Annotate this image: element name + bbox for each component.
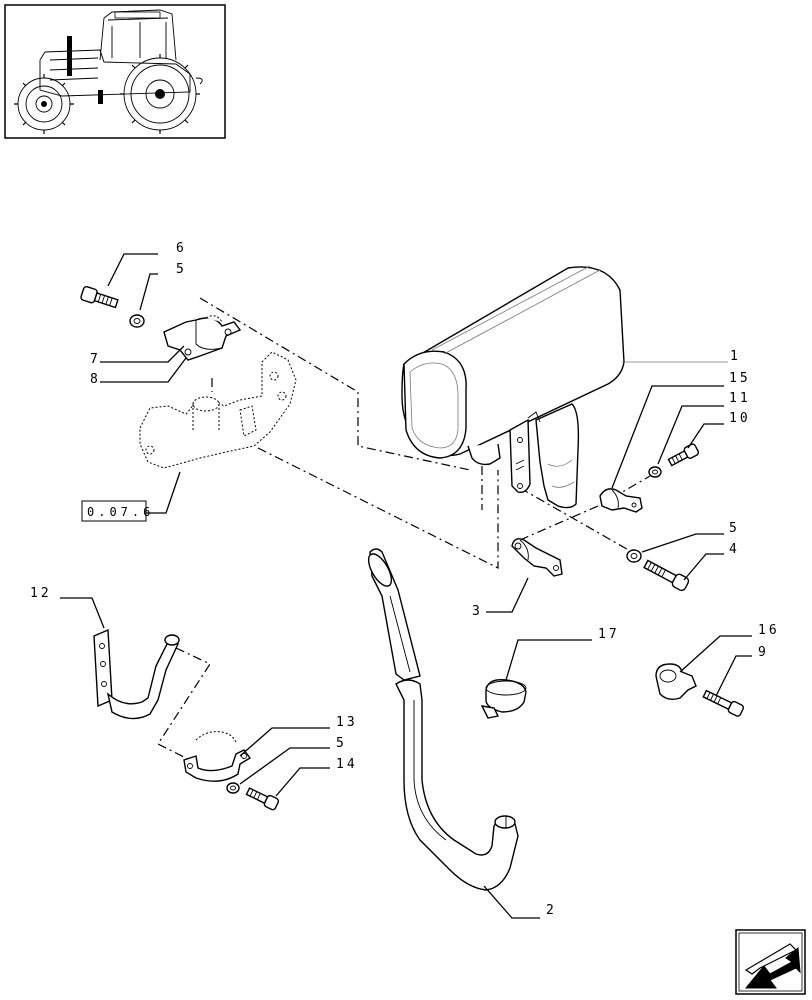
reference-box[interactable]: 0.07.6	[81, 471, 181, 522]
hose-clamp-part-17[interactable]	[480, 679, 527, 719]
callout-15: 15	[729, 371, 751, 386]
callout-14: 14	[336, 757, 358, 772]
muffler-part-1[interactable]	[401, 265, 625, 509]
callout-12: 12	[30, 586, 52, 601]
next-page-arrow-icon[interactable]	[735, 929, 806, 995]
callout-2: 2	[546, 903, 557, 918]
clamp-part-16[interactable]	[655, 663, 697, 701]
callout-1: 1	[730, 349, 741, 364]
callout-4: 4	[729, 542, 740, 557]
callout-11: 11	[729, 391, 751, 406]
callout-5-right: 5	[729, 521, 740, 536]
washer-part-11[interactable]	[648, 466, 662, 478]
callout-5-top: 5	[176, 262, 187, 277]
exhaust-pipe-part-2[interactable]	[364, 548, 519, 891]
bolt-part-14[interactable]	[245, 786, 280, 811]
washer-part-5-right[interactable]	[626, 549, 642, 563]
callout-numbers: 6 5 7 8 1 15 11 10 5 4 3 17 16 9 12 13 5…	[30, 241, 780, 918]
clamp-part-7-8[interactable]	[163, 315, 242, 361]
support-bracket-part-12[interactable]	[93, 628, 180, 720]
callout-10: 10	[729, 411, 751, 426]
callout-16: 16	[758, 623, 780, 638]
bolt-part-10[interactable]	[667, 443, 700, 468]
callout-17: 17	[598, 627, 620, 642]
callout-leader-lines	[60, 253, 752, 919]
washer-part-5-top[interactable]	[129, 314, 145, 328]
bolt-part-6[interactable]	[80, 285, 119, 310]
bolt-part-4[interactable]	[643, 558, 690, 592]
callout-5-bottom: 5	[336, 736, 347, 751]
callout-3: 3	[472, 604, 483, 619]
clamp-part-3[interactable]	[511, 538, 563, 577]
bolt-part-9[interactable]	[702, 688, 745, 717]
washer-part-5-bottom[interactable]	[226, 782, 240, 794]
callout-6: 6	[176, 241, 187, 256]
tractor-thumbnail-icon[interactable]	[4, 4, 226, 139]
reference-label: 0.07.6	[87, 505, 154, 519]
clamp-part-13[interactable]	[183, 731, 252, 782]
callout-13: 13	[336, 715, 358, 730]
callout-8: 8	[90, 372, 101, 387]
callout-7: 7	[90, 352, 101, 367]
callout-9: 9	[758, 645, 769, 660]
exhaust-manifold-reference	[139, 351, 297, 469]
clamp-part-15[interactable]	[599, 488, 643, 513]
